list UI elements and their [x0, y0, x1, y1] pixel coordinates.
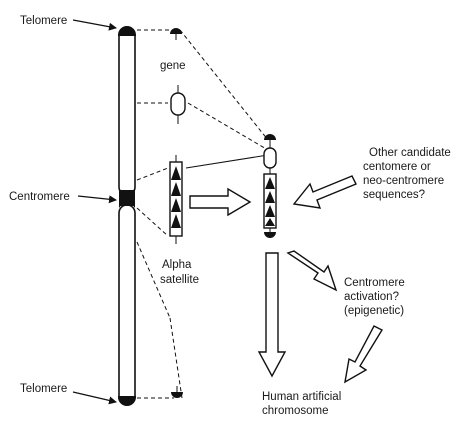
activation-line1: Centromere	[344, 277, 405, 289]
other-candidate-arrow	[292, 175, 357, 209]
assembly-arrow	[189, 187, 252, 217]
hac-construct	[263, 134, 277, 238]
gene-label: gene	[160, 60, 186, 72]
other-candidate-line3: neo-centromere	[363, 175, 444, 187]
telomere-fragment-bottom	[171, 392, 183, 398]
alpha-label-line2: satellite	[160, 274, 199, 286]
telomere-top-cap	[117, 26, 137, 36]
telomere-bottom-cap	[117, 396, 137, 406]
activation-arrow	[286, 250, 338, 292]
activation-line2: activation?	[344, 291, 399, 303]
hac-label-line1: Human artificial	[262, 391, 341, 403]
epigenetic-down-arrow	[344, 325, 383, 384]
other-candidate-line2: centomere or	[363, 161, 431, 173]
other-candidate-line1: Other candidate	[369, 147, 451, 159]
other-candidate-line4: sequences?	[363, 189, 425, 201]
alpha-satellite-block	[169, 155, 183, 244]
hac-down-arrow	[257, 252, 287, 378]
telomere-top-arrow	[72, 19, 117, 31]
alpha-label-line1: Alpha	[162, 259, 192, 271]
telomere-bottom-arrow	[72, 391, 117, 405]
dashed-guides	[136, 29, 269, 399]
centromere-label: Centromere	[9, 191, 70, 203]
gene-fragment	[170, 92, 186, 116]
hac-label-line2: chromosome	[262, 405, 328, 417]
centromere-band	[119, 190, 135, 206]
centromere-arrow	[77, 195, 117, 204]
chromosome-upper-arm	[118, 26, 136, 196]
activation-line3: (epigenetic)	[344, 305, 404, 317]
telomere-fragment-top	[170, 28, 182, 34]
chromosome-lower-arm	[118, 204, 136, 406]
telomere-top-label: Telomere	[20, 15, 67, 27]
telomere-bottom-label: Telomere	[20, 383, 67, 395]
chromosome	[118, 26, 136, 406]
